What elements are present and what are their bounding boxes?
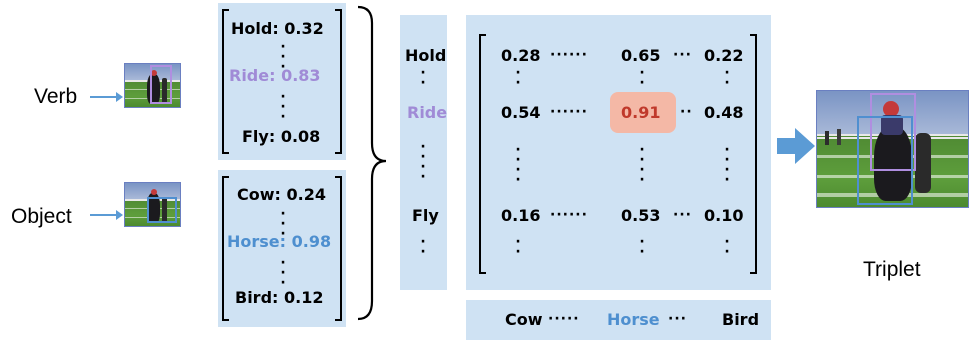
- row-label-fly: Fly: [412, 206, 439, 225]
- object-score-panel: [218, 170, 346, 327]
- matrix-r1-c2: 0.65: [621, 46, 661, 65]
- groom-figure: [915, 133, 931, 193]
- verb-score-panel: [218, 3, 346, 160]
- row-dots-2: ····: [420, 139, 426, 185]
- verb-score-fly: Fly: 0.08: [242, 127, 321, 146]
- col-label-bird: Bird: [722, 310, 760, 329]
- col-hdots-1: ·····: [548, 311, 580, 327]
- score-matrix-panel: [466, 15, 771, 290]
- matrix-r2-c1: 0.54: [501, 103, 541, 122]
- object-vertical-dots: ···: [280, 206, 286, 242]
- matrix-r1-hdots-1: ······: [550, 47, 588, 63]
- matrix-vdots-a3: ··: [724, 65, 730, 91]
- matrix-r1-c3: 0.22: [704, 46, 744, 65]
- verb-score-hold: Hold: 0.32: [231, 19, 324, 38]
- object-score-cow: Cow: 0.24: [237, 185, 326, 204]
- matrix-vdots-c3: ··: [724, 234, 730, 260]
- object-score-horse: Horse: 0.98: [227, 232, 332, 251]
- verb-thumbnail: [124, 63, 181, 108]
- matrix-r2-hdots-2: ··: [680, 104, 693, 120]
- max-score-highlight: [610, 92, 676, 133]
- object-horse-box: [147, 197, 177, 223]
- triplet-person-box: [870, 93, 916, 171]
- col-label-cow: Cow: [505, 310, 543, 329]
- triplet-image: [816, 90, 969, 208]
- result-arrow-icon: [777, 128, 815, 164]
- object-arrow-icon: [90, 210, 123, 220]
- matrix-r3-c2: 0.53: [621, 206, 661, 225]
- verb-score-ride: Ride: 0.83: [229, 66, 321, 85]
- matrix-brackets: [479, 34, 757, 274]
- jockey-helmet: [883, 101, 899, 117]
- verb-row-label-panel: [400, 15, 447, 290]
- row-dots-3: ··: [420, 234, 426, 260]
- col-hdots-2: ···: [668, 311, 687, 327]
- matrix-r2-c3: 0.48: [704, 103, 744, 122]
- matrix-vdots-a2: ··: [639, 65, 645, 91]
- matrix-r3-c1: 0.16: [501, 206, 541, 225]
- matrix-vdots-b1: ····: [515, 142, 521, 188]
- object-vertical-dots-2: ···: [280, 255, 286, 291]
- triplet-horse-box: [857, 116, 913, 205]
- matrix-r2-hdots-1: ······: [550, 104, 588, 120]
- verb-vertical-dots-2: ···: [280, 89, 286, 125]
- verb-label: Verb: [34, 85, 78, 108]
- matrix-r3-hdots-1: ······: [550, 207, 588, 223]
- row-dots-1: ··: [420, 65, 426, 91]
- verb-score-brackets: [222, 9, 342, 154]
- row-label-ride: Ride: [407, 103, 448, 122]
- object-score-brackets: [222, 176, 342, 321]
- matrix-r2-c2-max: 0.91: [621, 103, 661, 122]
- matrix-vdots-a1: ··: [515, 65, 521, 91]
- matrix-r3-hdots-2: ···: [673, 207, 692, 223]
- matrix-r1-hdots-2: ···: [673, 47, 692, 63]
- object-column-label-panel: [466, 300, 771, 340]
- triplet-label: Triplet: [863, 258, 921, 281]
- matrix-vdots-b3: ····: [724, 142, 730, 188]
- curly-brace: [357, 5, 387, 321]
- object-thumbnail: [124, 182, 181, 227]
- object-label: Object: [11, 205, 72, 228]
- verb-arrow-icon: [90, 92, 123, 102]
- matrix-vdots-c1: ··: [515, 234, 521, 260]
- matrix-r3-c3: 0.10: [704, 206, 744, 225]
- col-label-horse: Horse: [607, 310, 660, 329]
- matrix-r1-c1: 0.28: [501, 46, 541, 65]
- object-score-bird: Bird: 0.12: [235, 288, 324, 307]
- verb-person-box: [150, 65, 172, 104]
- matrix-vdots-b2: ····: [639, 142, 645, 188]
- matrix-vdots-c2: ··: [639, 234, 645, 260]
- verb-vertical-dots: ···: [280, 39, 286, 75]
- row-label-hold: Hold: [405, 46, 447, 65]
